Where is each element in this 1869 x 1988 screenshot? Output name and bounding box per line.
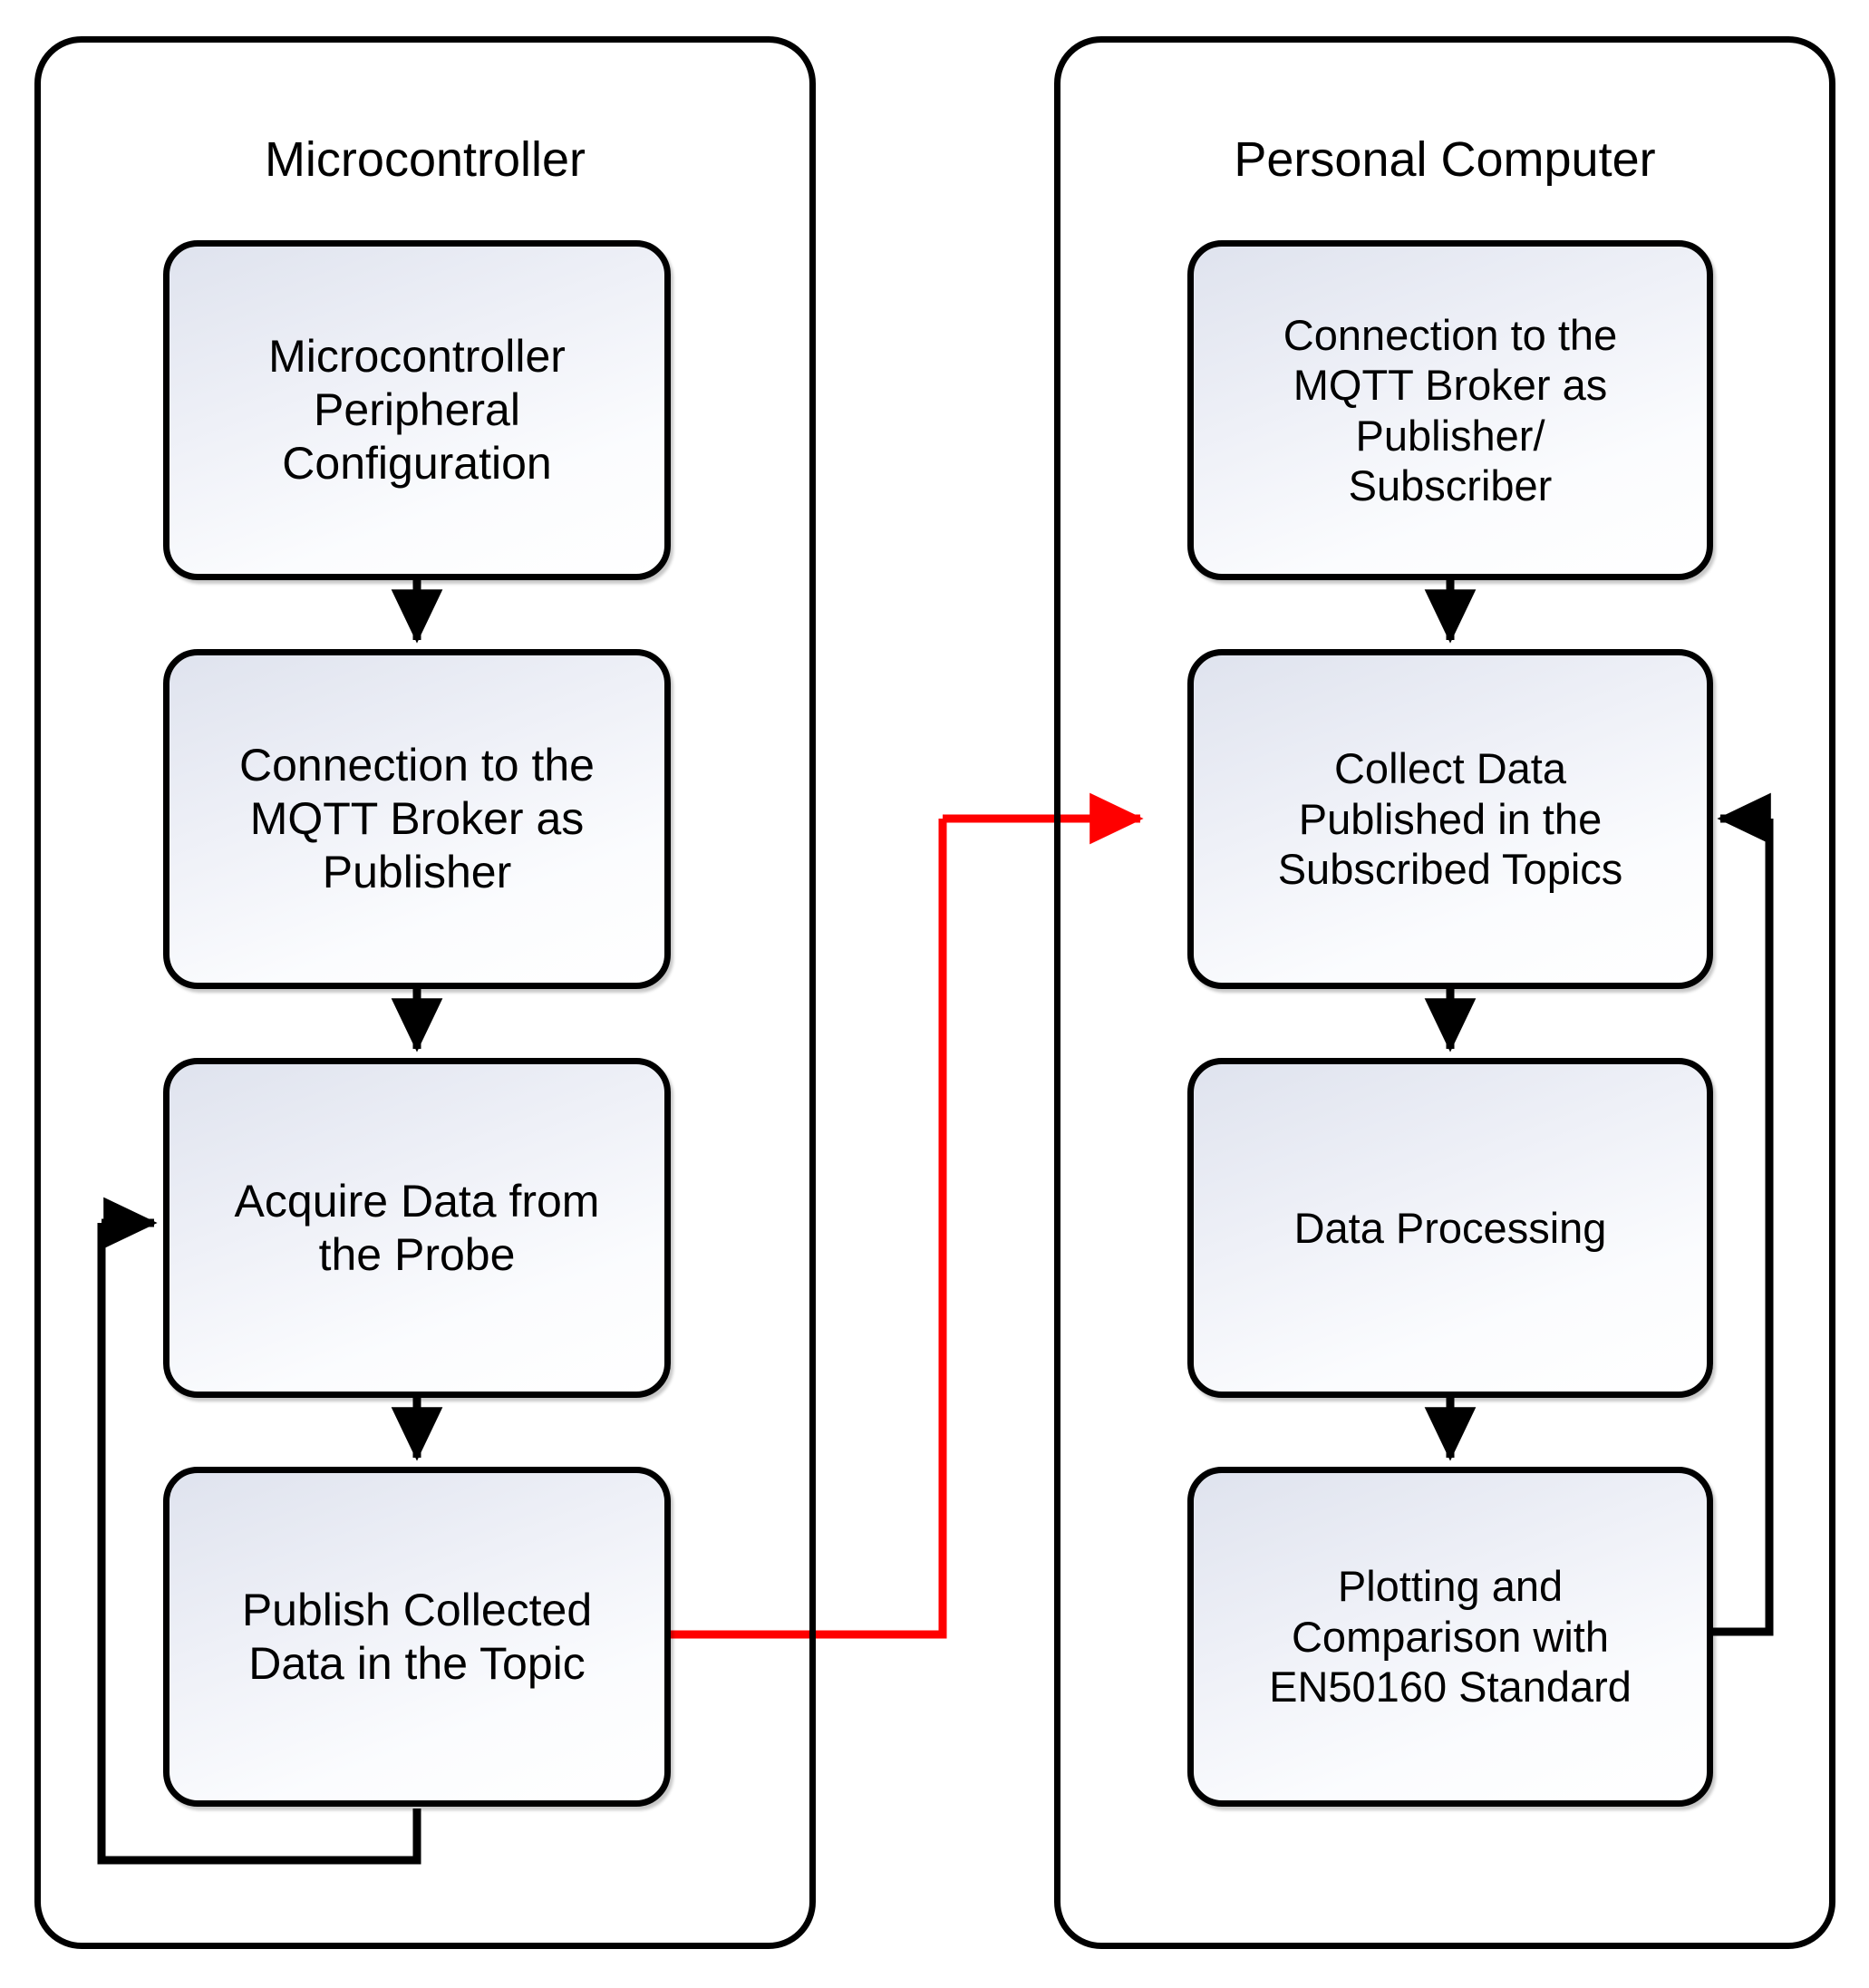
node-label-mcu-acquire-data: Acquire Data from the Probe bbox=[234, 1175, 600, 1280]
node-pc-collect-data[interactable]: Collect Data Published in the Subscribed… bbox=[1187, 649, 1713, 989]
node-pc-mqtt-connect[interactable]: Connection to the MQTT Broker as Publish… bbox=[1187, 240, 1713, 580]
node-mcu-mqtt-connect[interactable]: Connection to the MQTT Broker as Publish… bbox=[163, 649, 671, 989]
node-mcu-acquire-data[interactable]: Acquire Data from the Probe bbox=[163, 1058, 671, 1398]
node-label-mcu-mqtt-connect: Connection to the MQTT Broker as Publish… bbox=[239, 740, 595, 897]
group-personal-computer bbox=[1054, 36, 1835, 1949]
node-pc-data-processing[interactable]: Data Processing bbox=[1187, 1058, 1713, 1398]
node-label-pc-data-processing: Data Processing bbox=[1293, 1203, 1607, 1252]
node-label-pc-plotting: Plotting and Comparison with EN50160 Sta… bbox=[1269, 1562, 1632, 1712]
group-microcontroller bbox=[34, 36, 816, 1949]
node-label-pc-collect-data: Collect Data Published in the Subscribed… bbox=[1277, 744, 1623, 894]
group-title-personal-computer: Personal Computer bbox=[1234, 132, 1656, 187]
group-title-microcontroller: Microcontroller bbox=[264, 132, 586, 187]
node-pc-plotting[interactable]: Plotting and Comparison with EN50160 Sta… bbox=[1187, 1467, 1713, 1807]
node-label-mcu-publish-data: Publish Collected Data in the Topic bbox=[241, 1584, 593, 1689]
node-label-pc-mqtt-connect: Connection to the MQTT Broker as Publish… bbox=[1283, 310, 1618, 509]
node-mcu-publish-data[interactable]: Publish Collected Data in the Topic bbox=[163, 1467, 671, 1807]
node-mcu-peripheral-config[interactable]: Microcontroller Peripheral Configuration bbox=[163, 240, 671, 580]
node-label-mcu-peripheral-config: Microcontroller Peripheral Configuration bbox=[268, 331, 566, 489]
